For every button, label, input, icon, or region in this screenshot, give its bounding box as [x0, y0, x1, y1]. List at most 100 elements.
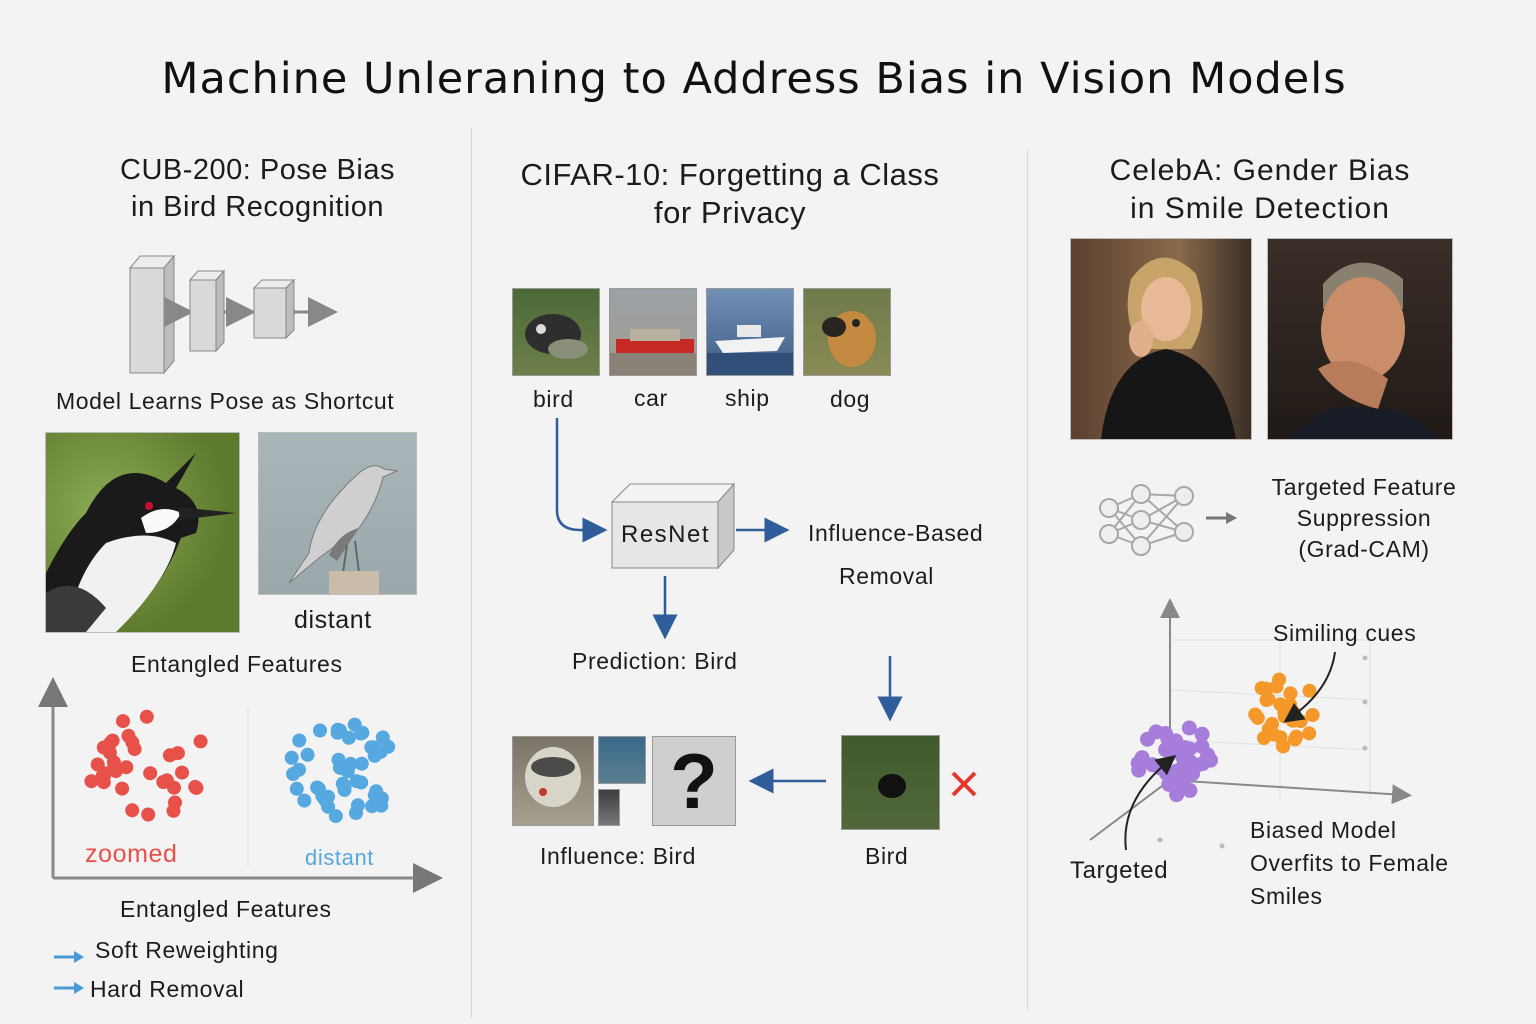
male-face-image: [1267, 238, 1453, 440]
targeted-cluster: [1130, 720, 1218, 803]
distant-point: [341, 730, 356, 745]
cub-panel-title: CUB-200: Pose Bias in Bird Recognition: [120, 154, 395, 223]
arrow-icon: [54, 982, 84, 994]
entangled-features-bottom-label: Entangled Features: [120, 896, 332, 922]
cross-icon: [951, 771, 977, 797]
zoomed-cluster: [84, 709, 208, 822]
zoomed-bird-image: [45, 432, 240, 633]
smiling-point: [1276, 739, 1291, 754]
zoomed-point: [121, 728, 136, 743]
smiling-point: [1302, 726, 1317, 741]
prediction-label: Prediction: Bird: [572, 648, 738, 674]
arrow-icon: [1206, 512, 1237, 524]
distant-point: [365, 799, 379, 814]
distant-point: [330, 722, 345, 737]
zoomed-point: [125, 803, 140, 818]
arrow-icon: [54, 951, 84, 963]
divider-right: [1027, 150, 1028, 1010]
female-face-image: [1070, 238, 1252, 440]
distant-point: [335, 761, 350, 776]
zoomed-point: [105, 733, 120, 748]
distant-point: [321, 799, 336, 814]
question-mark-icon: ?: [670, 737, 718, 825]
targeted-point: [1148, 724, 1164, 740]
zoomed-point: [175, 765, 189, 780]
smiling-point: [1266, 727, 1281, 742]
zoomed-point: [97, 766, 112, 781]
zoomed-point: [119, 760, 134, 775]
distant-point: [289, 781, 304, 796]
zoomed-point: [141, 807, 156, 822]
class-thumb-dog: [803, 288, 891, 376]
targeted-point: [1134, 750, 1150, 766]
conv-block-3: [252, 278, 296, 340]
distant-point: [367, 788, 382, 803]
influence-removal-label-line1: Influence-Based: [808, 520, 984, 546]
resnet-block: [610, 482, 736, 570]
celeba-panel-title: CelebA: Gender Bias in Smile Detection: [1109, 154, 1411, 225]
zoomed-point: [193, 734, 208, 749]
cnn-icon: [128, 254, 338, 375]
smiling-point: [1261, 692, 1276, 707]
influence-thumb-2: [598, 736, 646, 784]
embedding-3d-scatter: [1089, 598, 1412, 851]
targeted-point: [1185, 766, 1200, 782]
smiling-point: [1283, 686, 1298, 701]
class-label-ship: ship: [725, 385, 770, 411]
smiling-point: [1287, 732, 1302, 747]
cluster-distant-label: distant: [305, 845, 375, 870]
zoomed-point: [102, 745, 117, 760]
distant-point: [300, 747, 315, 762]
influence-label: Influence: Bird: [540, 843, 697, 869]
distant-point: [313, 723, 327, 738]
zoomed-point: [116, 714, 130, 729]
neural-network-icon: [1099, 484, 1194, 556]
zoomed-point: [189, 780, 204, 795]
distant-bird-image: [258, 432, 417, 595]
distant-point: [349, 774, 364, 789]
smiling-point: [1305, 708, 1320, 722]
influence-thumb-3: [598, 789, 620, 826]
distant-point: [353, 726, 368, 741]
influence-thumb-1: [512, 736, 594, 826]
page-title: Machine Unleraning to Address Bias in Vi…: [161, 54, 1347, 104]
class-label-dog: dog: [830, 386, 871, 412]
distant-point: [292, 733, 307, 748]
targeted-point: [1158, 742, 1174, 758]
resnet-label: ResNet: [621, 521, 711, 548]
entangled-features-top-label: Entangled Features: [131, 651, 343, 677]
distant-point: [297, 793, 312, 808]
zoomed-point: [139, 709, 154, 724]
smiling-cues-label: Similing cues: [1273, 620, 1417, 646]
distant-point: [350, 798, 365, 813]
distant-point: [286, 767, 301, 781]
smiling-point: [1269, 679, 1284, 694]
smiling-point: [1250, 710, 1265, 725]
output-label: Bird: [865, 843, 909, 869]
distant-point: [364, 740, 379, 755]
targeted-point: [1194, 726, 1210, 742]
class-thumb-car: [609, 288, 697, 376]
influence-removal-label-line2: Removal: [839, 563, 934, 589]
zoomed-point: [143, 766, 158, 781]
zoomed-point: [170, 746, 185, 761]
zoomed-point: [156, 775, 171, 789]
zoomed-point: [167, 780, 181, 795]
distant-point: [328, 809, 343, 824]
suppression-label: Targeted Feature Suppression (Grad-CAM): [1271, 474, 1457, 562]
distant-point: [354, 756, 369, 771]
question-mark-tile: ?: [652, 736, 736, 826]
class-label-car: car: [634, 385, 668, 411]
targeted-point: [1203, 752, 1218, 768]
distant-point: [337, 782, 352, 797]
cifar-panel-title: CIFAR-10: Forgetting a Class for Privacy: [520, 157, 940, 230]
targeted-point: [1131, 762, 1147, 778]
biased-model-label: Biased Model Overfits to Female Smiles: [1250, 817, 1449, 909]
smiling-cluster: [1248, 672, 1320, 754]
feature-scatter-plot: [38, 677, 443, 893]
conv-block-1: [128, 254, 176, 375]
class-thumb-bird: [512, 288, 600, 376]
distant-point: [375, 730, 390, 745]
targeted-point: [1172, 778, 1188, 793]
zoomed-point: [115, 781, 130, 796]
